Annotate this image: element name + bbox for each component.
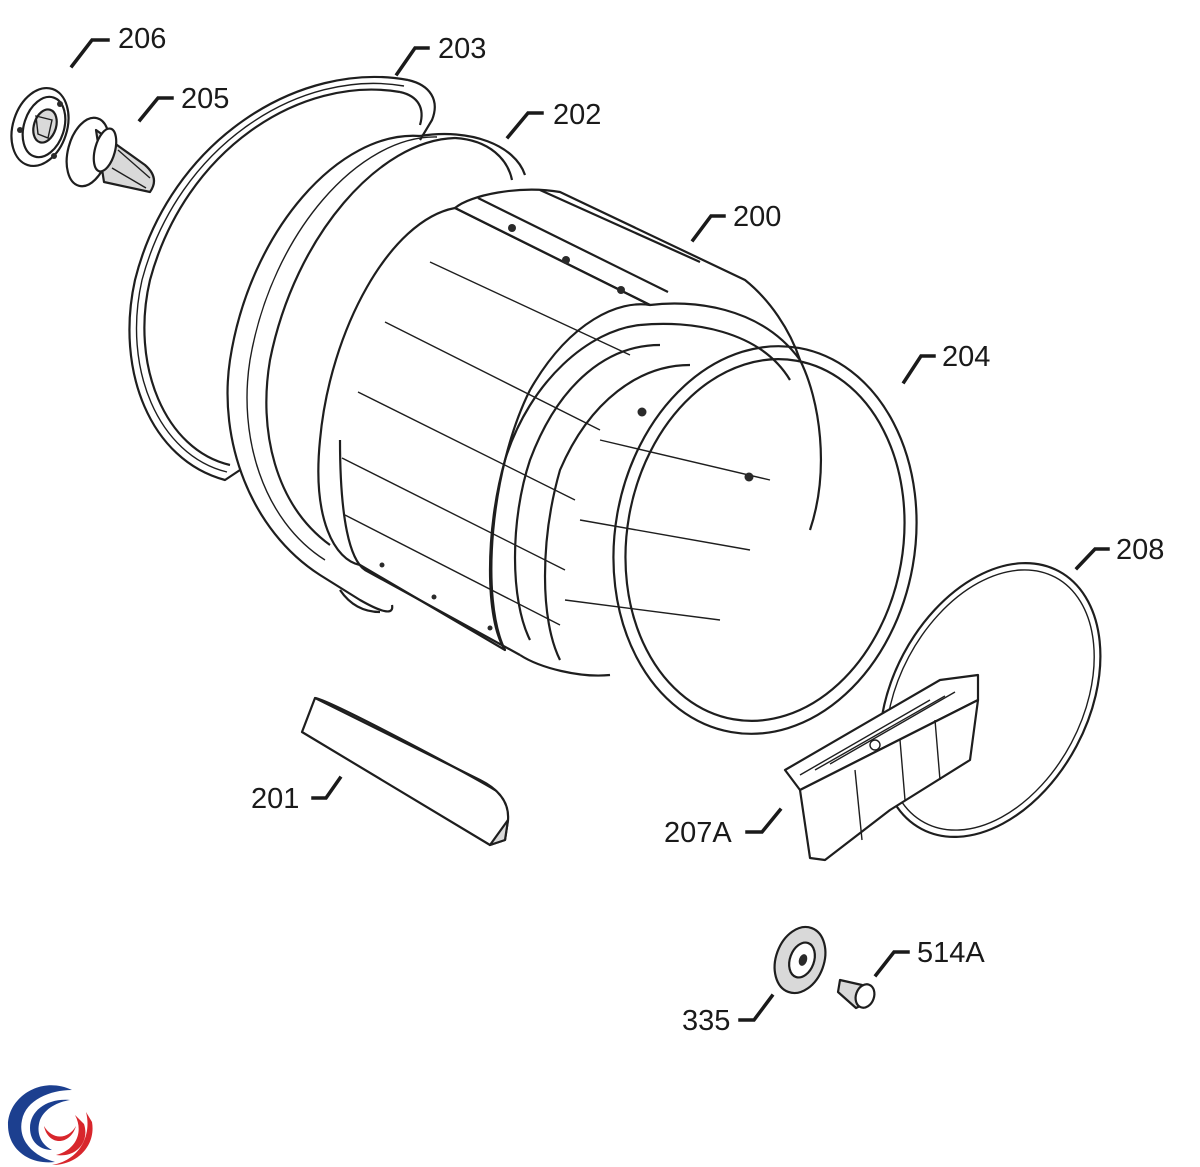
callout-207a: 207A	[664, 817, 732, 849]
part-205-bearing-cone[interactable]	[60, 113, 156, 194]
callout-205: 205	[181, 83, 229, 115]
callout-204: 204	[942, 341, 990, 373]
callout-514a: 514A	[917, 937, 985, 969]
part-204-rear-ring[interactable]	[583, 322, 946, 758]
part-514a-roller-shaft[interactable]	[836, 978, 878, 1010]
callout-202: 202	[553, 99, 601, 131]
callout-labels: 206 205 203 202 200 204 208 201 207A 335…	[118, 23, 1164, 1037]
callout-leaders	[69, 38, 1110, 1022]
callout-201: 201	[251, 783, 299, 815]
part-203-front-seal[interactable]	[128, 75, 436, 482]
part-208-drive-belt[interactable]	[835, 525, 1145, 875]
part-206-bearing-housing[interactable]	[2, 81, 78, 174]
brand-swirl-logo	[8, 1085, 93, 1165]
part-200-drum[interactable]	[317, 188, 822, 677]
part-207a-filter-housing[interactable]	[783, 673, 980, 862]
part-202-rear-seal[interactable]	[226, 132, 527, 614]
part-335-drum-roller[interactable]	[766, 920, 834, 1000]
part-201-baffle[interactable]	[300, 696, 510, 847]
callout-208: 208	[1116, 534, 1164, 566]
callout-200: 200	[733, 201, 781, 233]
callout-206: 206	[118, 23, 166, 55]
callout-203: 203	[438, 33, 486, 65]
callout-335: 335	[682, 1005, 730, 1037]
